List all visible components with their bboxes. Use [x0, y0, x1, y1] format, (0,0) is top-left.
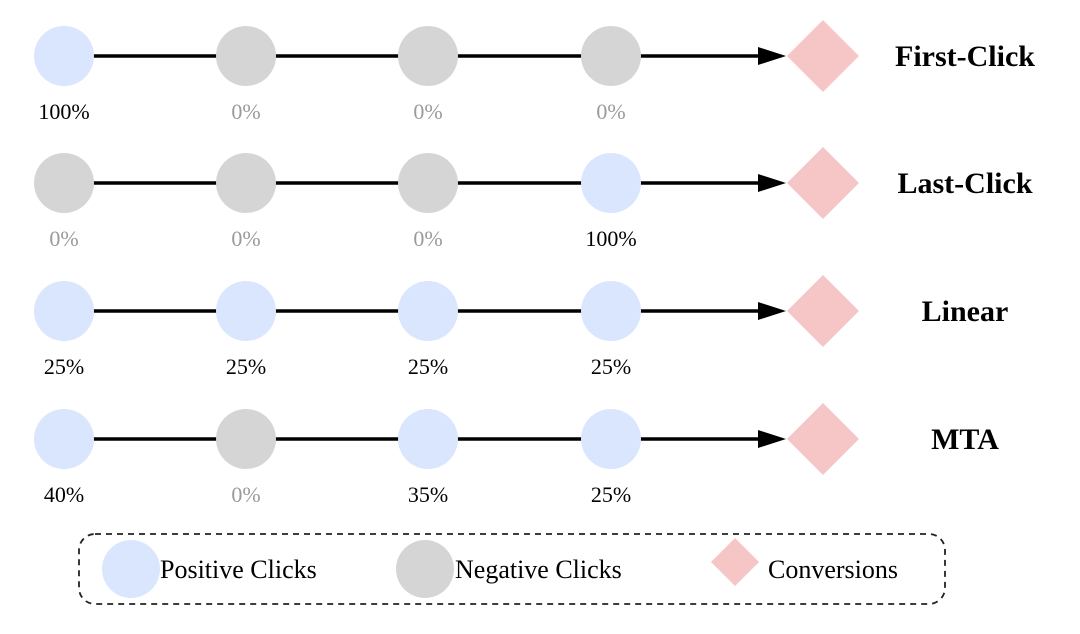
negative-click-node: [216, 26, 276, 86]
conversion-diamond: [787, 20, 859, 92]
attribution-percentage: 25%: [44, 354, 84, 379]
arrowhead-icon: [758, 430, 786, 448]
positive-click-node: [216, 281, 276, 341]
attribution-percentage: 100%: [585, 226, 636, 251]
arrowhead-icon: [758, 47, 786, 65]
arrowhead-icon: [758, 174, 786, 192]
positive-click-node: [581, 153, 641, 213]
model-label: Last-Click: [898, 167, 1033, 200]
conversion-diamond: [787, 403, 859, 475]
model-label: First-Click: [895, 40, 1035, 73]
legend-conversion-label: Conversions: [768, 555, 898, 584]
attribution-percentage: 0%: [231, 99, 260, 124]
attribution-percentage: 0%: [49, 226, 78, 251]
attribution-row: 25% 25% 25% 25% Linear: [34, 275, 1008, 379]
positive-click-node: [398, 281, 458, 341]
attribution-percentage: 25%: [226, 354, 266, 379]
attribution-percentage: 40%: [44, 482, 84, 507]
attribution-percentage: 25%: [408, 354, 448, 379]
attribution-percentage: 0%: [413, 99, 442, 124]
legend-negative-swatch: [396, 540, 454, 598]
negative-click-node: [216, 153, 276, 213]
model-label: Linear: [922, 295, 1009, 328]
attribution-percentage: 35%: [408, 482, 448, 507]
negative-click-node: [398, 153, 458, 213]
attribution-row: 40% 0% 35% 25% MTA: [34, 403, 999, 507]
legend-conversion-swatch: [710, 537, 760, 587]
attribution-percentage: 25%: [591, 482, 631, 507]
attribution-percentage: 25%: [591, 354, 631, 379]
legend-negative-label: Negative Clicks: [455, 555, 622, 584]
negative-click-node: [34, 153, 94, 213]
attribution-percentage: 0%: [596, 99, 625, 124]
positive-click-node: [398, 409, 458, 469]
attribution-rows: 100% 0% 0% 0% First-Click 0% 0% 0% 100% Last-Clic…: [34, 20, 1035, 507]
positive-click-node: [34, 281, 94, 341]
negative-click-node: [581, 26, 641, 86]
legend-positive-label: Positive Clicks: [160, 555, 317, 584]
negative-click-node: [216, 409, 276, 469]
positive-click-node: [34, 409, 94, 469]
attribution-percentage: 0%: [413, 226, 442, 251]
attribution-percentage: 0%: [231, 226, 260, 251]
conversion-diamond: [787, 147, 859, 219]
positive-click-node: [581, 281, 641, 341]
attribution-row: 0% 0% 0% 100% Last-Click: [34, 147, 1033, 251]
positive-click-node: [34, 26, 94, 86]
legend: Positive Clicks Negative Clicks Conversi…: [78, 533, 946, 605]
attribution-percentage: 0%: [231, 482, 260, 507]
model-label: MTA: [931, 423, 999, 456]
conversion-diamond: [787, 275, 859, 347]
negative-click-node: [398, 26, 458, 86]
arrowhead-icon: [758, 302, 786, 320]
legend-positive-swatch: [102, 540, 160, 598]
positive-click-node: [581, 409, 641, 469]
attribution-percentage: 100%: [38, 99, 89, 124]
attribution-row: 100% 0% 0% 0% First-Click: [34, 20, 1035, 124]
